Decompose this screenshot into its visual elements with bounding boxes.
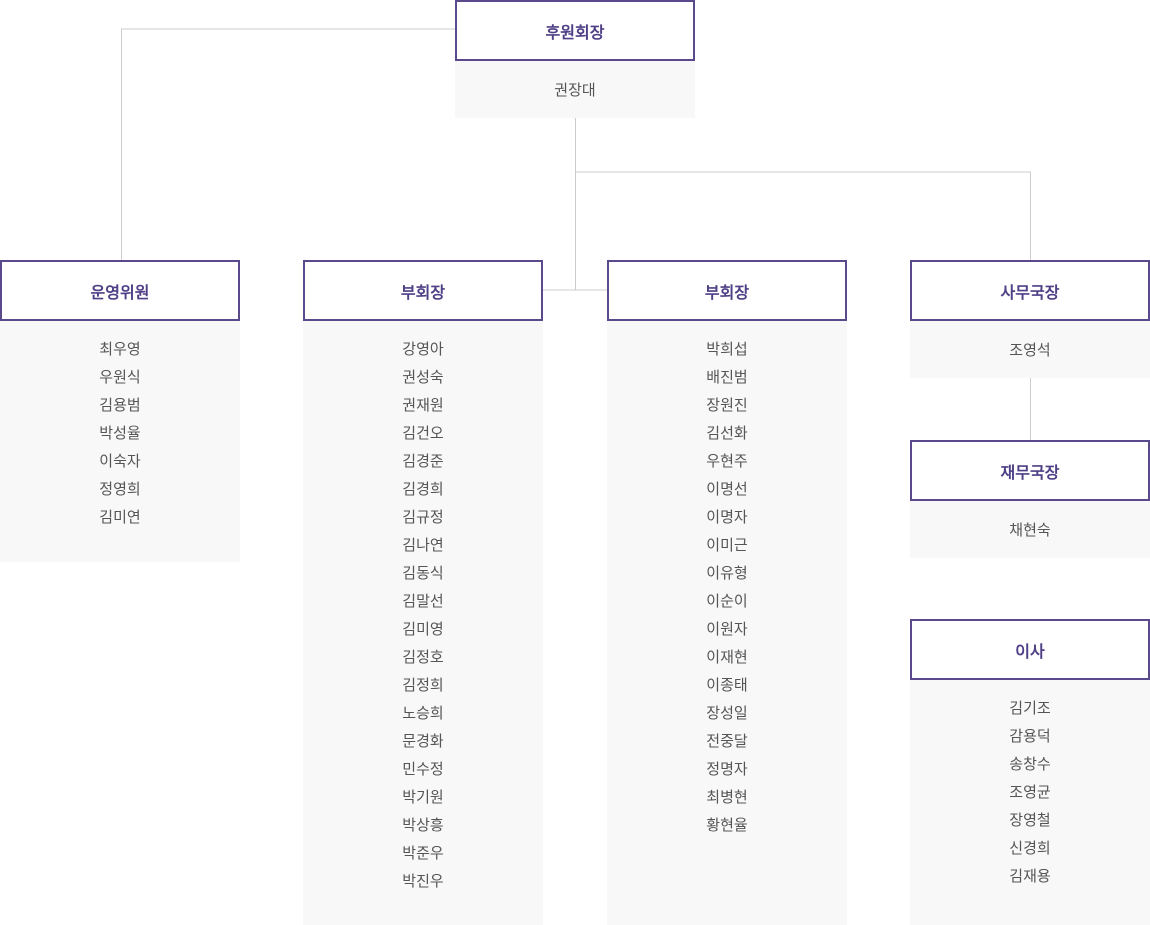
member-name: 전중달: [706, 732, 748, 750]
member-name: 권성숙: [402, 368, 444, 386]
connector-chairman-secretary: [575, 171, 1031, 261]
member-name: 이명선: [706, 480, 748, 498]
member-name: 김기조: [1009, 699, 1051, 717]
member-name: 권재원: [402, 396, 444, 414]
member-name: 김정호: [402, 648, 444, 666]
member-name: 이유형: [706, 564, 748, 582]
connector-chairman-steering: [121, 28, 456, 261]
member-name: 박상흥: [402, 816, 444, 834]
member-name: 장원진: [706, 396, 748, 414]
member-name: 이재현: [706, 648, 748, 666]
member-name: 김미연: [99, 508, 141, 526]
member-name: 김말선: [402, 592, 444, 610]
node-members: 조영석: [910, 321, 1150, 378]
member-name: 김경희: [402, 480, 444, 498]
node-title: 후원회장: [455, 0, 695, 61]
member-name: 이명자: [706, 508, 748, 526]
member-name: 황현율: [706, 816, 748, 834]
member-name: 김건오: [402, 424, 444, 442]
member-name: 김나연: [402, 536, 444, 554]
member-name: 박성율: [99, 424, 141, 442]
node-secretary-general: 사무국장 조영석: [910, 260, 1150, 378]
member-name: 최우영: [99, 340, 141, 358]
member-name: 장성일: [706, 704, 748, 722]
member-name: 송창수: [1009, 755, 1051, 773]
member-name: 민수정: [402, 760, 444, 778]
member-name: 김정희: [402, 676, 444, 694]
member-name: 이원자: [706, 620, 748, 638]
member-name: 권장대: [554, 81, 596, 99]
member-name: 김미영: [402, 620, 444, 638]
member-name: 박희섭: [706, 340, 748, 358]
member-name: 이미근: [706, 536, 748, 554]
member-name: 우원식: [99, 368, 141, 386]
member-name: 감용덕: [1009, 727, 1051, 745]
node-title: 부회장: [607, 260, 847, 321]
node-title: 재무국장: [910, 440, 1150, 501]
member-name: 박기원: [402, 788, 444, 806]
member-name: 이순이: [706, 592, 748, 610]
node-treasurer: 재무국장 채현숙: [910, 440, 1150, 558]
member-name: 조영균: [1009, 783, 1051, 801]
member-name: 배진범: [706, 368, 748, 386]
node-title: 이사: [910, 619, 1150, 680]
member-name: 최병현: [706, 788, 748, 806]
member-name: 조영석: [1009, 341, 1051, 359]
member-name: 김용범: [99, 396, 141, 414]
member-name: 김동식: [402, 564, 444, 582]
member-name: 김경준: [402, 452, 444, 470]
member-name: 채현숙: [1009, 521, 1051, 539]
member-name: 정영희: [99, 480, 141, 498]
member-name: 박진우: [402, 872, 444, 890]
member-name: 김재용: [1009, 867, 1051, 885]
member-name: 이종태: [706, 676, 748, 694]
member-name: 노승희: [402, 704, 444, 722]
node-members: 채현숙: [910, 501, 1150, 558]
member-name: 우현주: [706, 452, 748, 470]
node-title: 부회장: [303, 260, 543, 321]
node-patron-chairman: 후원회장 권장대: [455, 0, 695, 118]
node-title: 운영위원: [0, 260, 240, 321]
member-name: 문경화: [402, 732, 444, 750]
member-name: 정명자: [706, 760, 748, 778]
member-name: 김선화: [706, 424, 748, 442]
member-name: 박준우: [402, 844, 444, 862]
member-name: 신경희: [1009, 839, 1051, 857]
member-name: 김규정: [402, 508, 444, 526]
node-title: 사무국장: [910, 260, 1150, 321]
member-name: 이숙자: [99, 452, 141, 470]
member-name: 강영아: [402, 340, 444, 358]
node-members: 권장대: [455, 61, 695, 118]
member-name: 장영철: [1009, 811, 1051, 829]
